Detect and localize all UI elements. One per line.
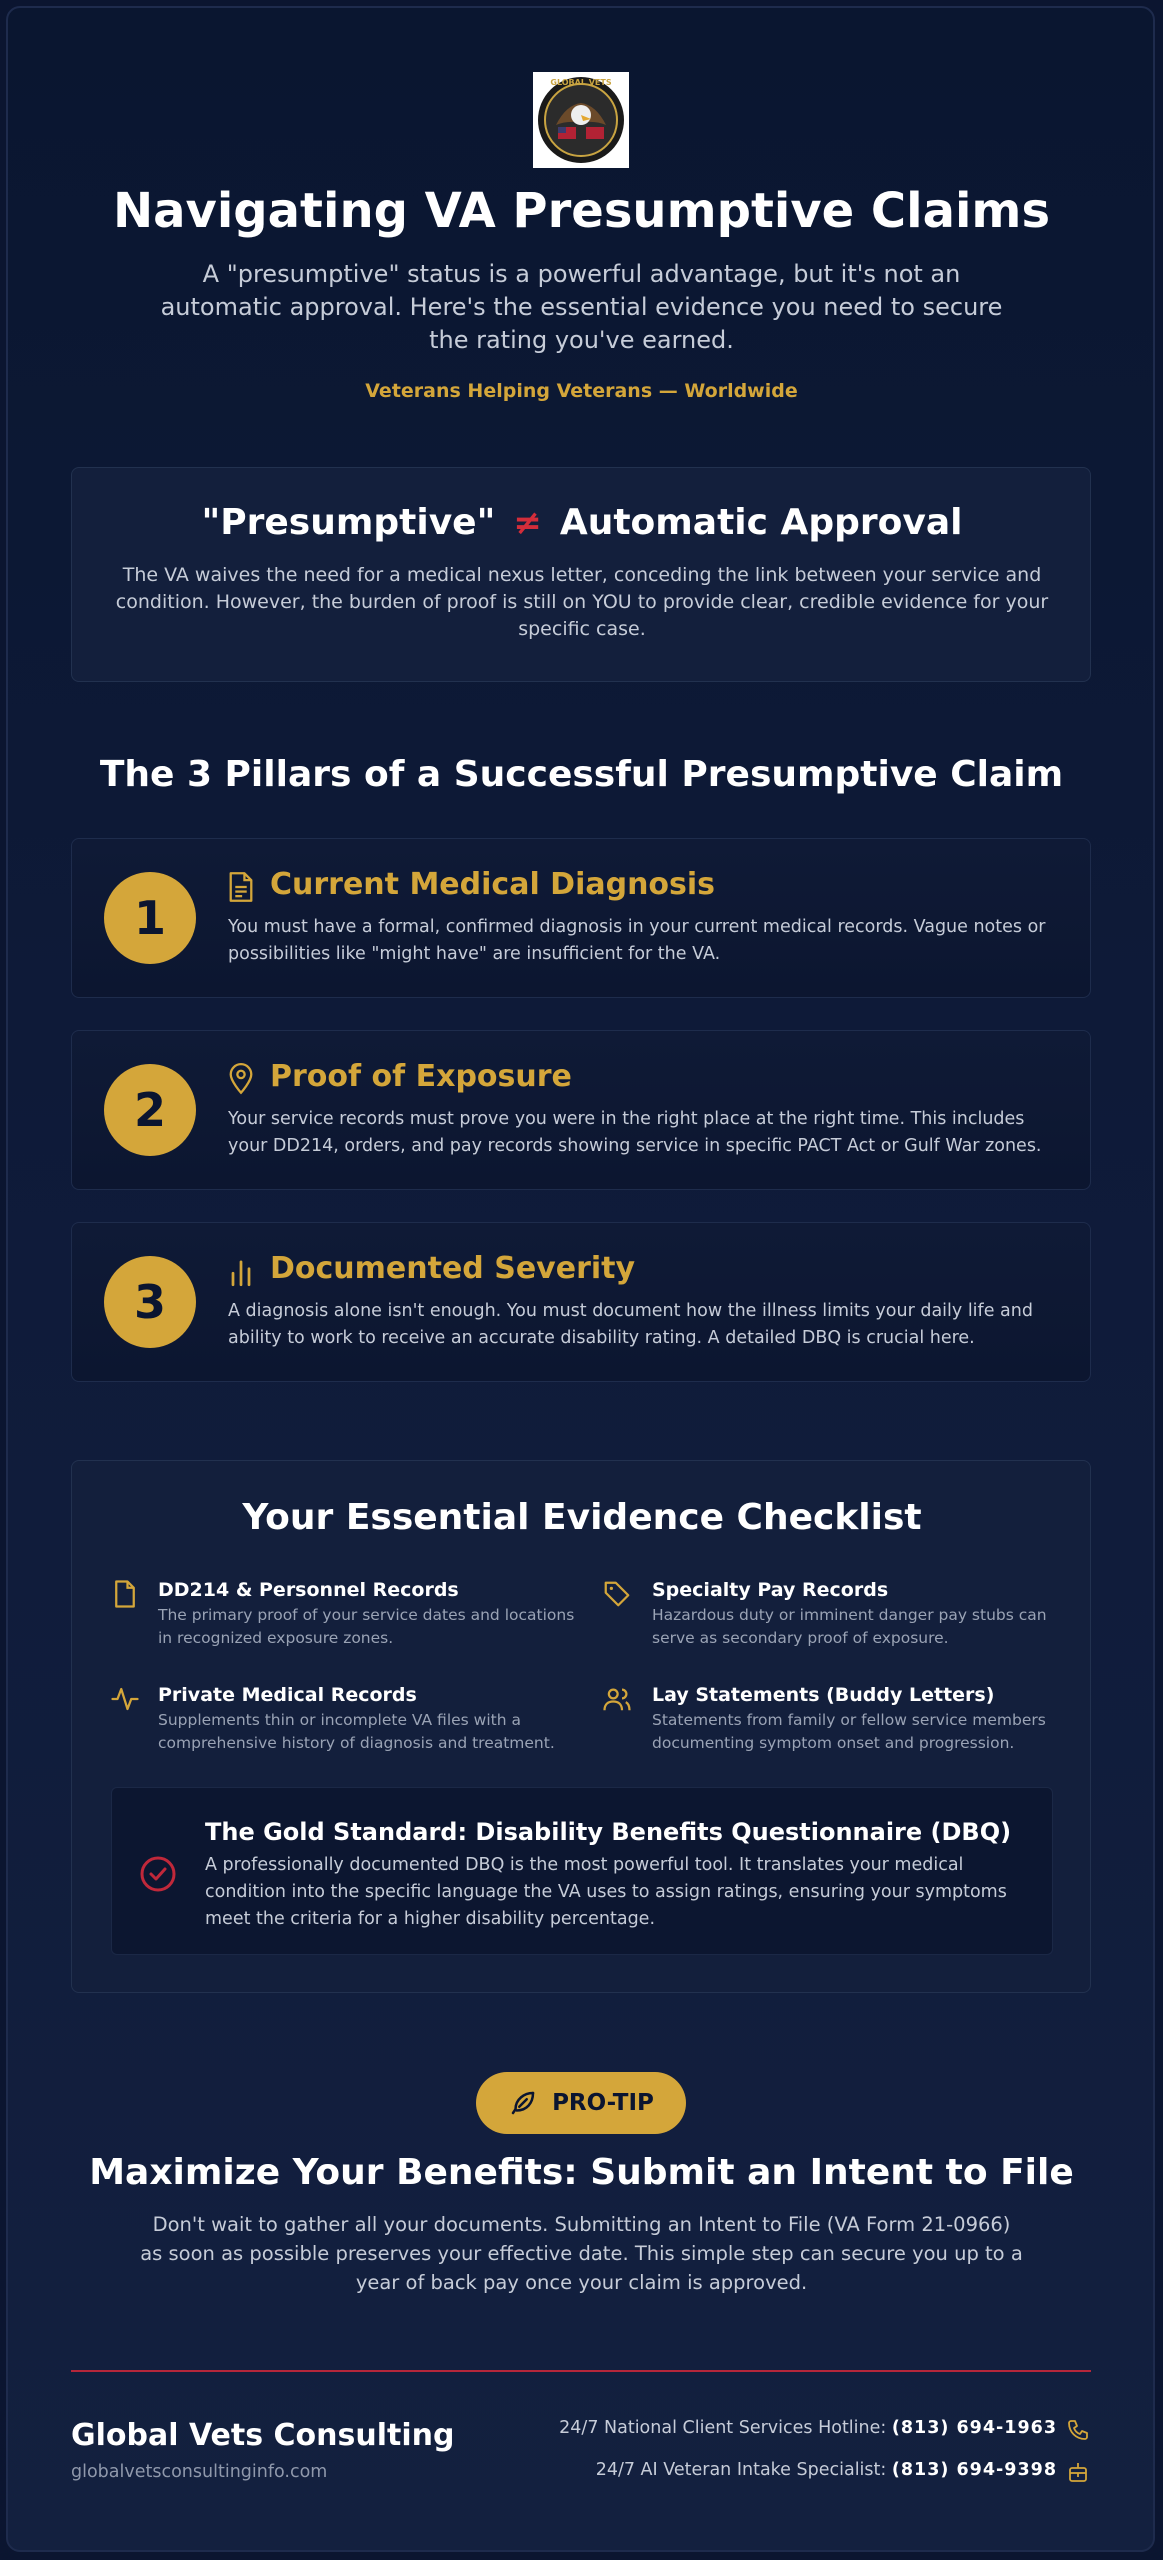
pillars-title: The 3 Pillars of a Successful Presumptiv… [99, 754, 1064, 795]
gold-standard-text: A professionally documented DBQ is the m… [205, 1855, 1007, 1929]
ai-intake-number[interactable]: (813) 694-9398 [891, 2460, 1057, 2480]
pillar-card-1: 1 Current Medical Diagnosis You must hav… [71, 838, 1091, 998]
ai-intake-label: 24/7 AI Veteran Intake Specialist: [595, 2460, 887, 2480]
pro-tip-title: Maximize Your Benefits: Submit an Intent… [89, 2152, 1074, 2193]
hotline-label: 24/7 National Client Services Hotline: [559, 2418, 887, 2438]
hotline-number[interactable]: (813) 694-1963 [891, 2418, 1057, 2438]
pillar-card-2: 2 Proof of Exposure Your service records… [71, 1030, 1091, 1190]
checklist-item-title: DD214 & Personnel Records [158, 1579, 459, 1601]
pillar-card-3: 3 Documented Severity A diagnosis alone … [71, 1222, 1091, 1382]
footer-website-link[interactable]: globalvetsconsultinginfo.com [71, 2462, 328, 2482]
phone-icon [1068, 2420, 1088, 2440]
map-pin-icon [229, 1063, 253, 1095]
page-title: Navigating VA Presumptive Claims [112, 183, 1051, 239]
checklist-card: Your Essential Evidence Checklist DD214 … [71, 1460, 1091, 1993]
checklist-item-title: Private Medical Records [158, 1684, 417, 1706]
hotline-row: 24/7 National Client Services Hotline: (… [559, 2418, 1057, 2438]
pro-tip-label: PRO-TIP [552, 2090, 654, 2116]
bar-chart-icon [231, 1260, 251, 1287]
presumptive-card: "Presumptive" ≠ Automatic Approval The VA … [71, 467, 1091, 682]
not-equal-icon: ≠ [513, 503, 542, 543]
presumptive-heading: "Presumptive" ≠ Automatic Approval [72, 502, 1092, 543]
pillar-number: 3 [104, 1256, 196, 1348]
checklist-item-text: Hazardous duty or imminent danger pay st… [652, 1606, 1047, 1647]
ai-intake-row: 24/7 AI Veteran Intake Specialist: (813)… [596, 2460, 1057, 2480]
pillar-text: A diagnosis alone isn't enough. You must… [228, 1301, 1033, 1348]
logo: GLOBAL VETS [533, 72, 629, 168]
pro-tip-text: Don't wait to gather all your documents.… [140, 2213, 1023, 2294]
pillar-number: 2 [104, 1064, 196, 1156]
file-icon [115, 1580, 135, 1608]
presumptive-text: The VA waives the need for a medical nex… [115, 564, 1049, 640]
footer-brand: Global Vets Consulting [71, 2418, 455, 2453]
checklist-item-text: The primary proof of your service dates … [158, 1606, 575, 1647]
checklist-item-title: Lay Statements (Buddy Letters) [652, 1684, 995, 1706]
checklist-item-text: Supplements thin or incomplete VA files … [158, 1711, 555, 1752]
pillar-title: Current Medical Diagnosis [270, 867, 716, 902]
checklist-title: Your Essential Evidence Checklist [242, 1497, 922, 1538]
pillar-title: Documented Severity [270, 1251, 636, 1286]
footer-divider [71, 2370, 1091, 2372]
presumptive-right: Automatic Approval [559, 502, 963, 543]
feather-icon [511, 2091, 535, 2115]
logo-text: GLOBAL VETS [550, 78, 612, 87]
pro-tip-badge: PRO-TIP [476, 2072, 686, 2134]
checklist-item-title: Specialty Pay Records [652, 1579, 889, 1601]
pulse-icon [111, 1687, 139, 1711]
presumptive-left: "Presumptive" [201, 502, 496, 543]
pillar-text: You must have a formal, confirmed diagno… [228, 917, 1046, 964]
pillar-text: Your service records must prove you were… [228, 1109, 1042, 1156]
document-icon [229, 872, 253, 902]
checklist-item-text: Statements from family or fellow service… [652, 1711, 1046, 1752]
pillar-title: Proof of Exposure [270, 1059, 572, 1094]
check-circle-icon [140, 1856, 176, 1892]
users-icon [603, 1688, 631, 1711]
tag-icon [604, 1581, 630, 1607]
gold-standard-box: The Gold Standard: Disability Benefits Q… [111, 1787, 1053, 1955]
page-subtitle: A "presumptive" status is a powerful adv… [160, 260, 1003, 354]
eagle-seal-icon [538, 77, 624, 163]
robot-icon [1069, 2463, 1087, 2482]
tagline: Veterans Helping Veterans — Worldwide [365, 380, 798, 402]
gold-standard-title: The Gold Standard: Disability Benefits Q… [205, 1818, 1012, 1846]
pillar-number: 1 [104, 872, 196, 964]
